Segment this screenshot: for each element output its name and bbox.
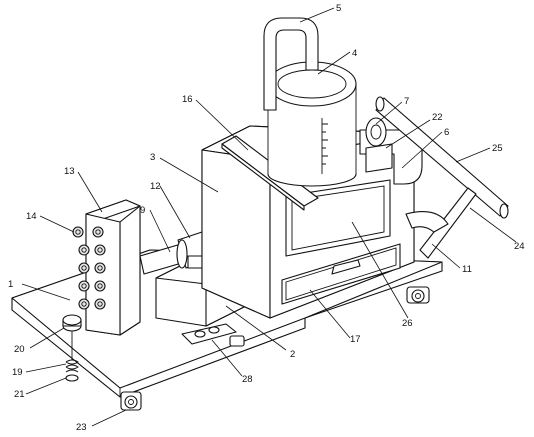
- label-25: 25: [492, 143, 503, 154]
- label-22: 22: [432, 112, 443, 123]
- caster-wheel-right: [406, 286, 430, 304]
- label-5: 5: [336, 3, 341, 14]
- label-4: 4: [352, 48, 357, 59]
- label-2: 2: [290, 349, 295, 360]
- label-21: 21: [14, 389, 25, 400]
- caster-wheel-front: [120, 391, 142, 411]
- caster-wheel-mid: [229, 335, 245, 347]
- label-17: 17: [350, 334, 361, 345]
- knob-5: [78, 262, 90, 274]
- hopper-tank: [267, 61, 357, 187]
- knob-1: [72, 226, 84, 238]
- label-20: 20: [14, 344, 25, 355]
- label-12: 12: [150, 181, 161, 192]
- knob-10: [94, 298, 106, 310]
- button-plate: [181, 323, 237, 345]
- knob-7: [78, 280, 90, 292]
- knob-6: [94, 262, 106, 274]
- label-28: 28: [242, 374, 253, 385]
- label-3: 3: [150, 152, 155, 163]
- blower-fan: [359, 117, 423, 185]
- knob-4: [94, 244, 106, 256]
- control-knobs: [72, 226, 106, 310]
- label-23: 23: [76, 422, 87, 433]
- pull-handle: [375, 96, 509, 259]
- label-11: 11: [462, 264, 472, 275]
- callout-labels: 1 2 3 4 5 6 7 9 11 12 13 14 16 17 19 20 …: [8, 3, 525, 433]
- label-16: 16: [182, 94, 193, 105]
- label-7: 7: [404, 96, 409, 107]
- drawer: [281, 243, 401, 305]
- knob-9: [78, 298, 90, 310]
- leader-lines: [21, 7, 517, 427]
- gooseneck-pipe: [263, 17, 319, 111]
- label-14: 14: [26, 211, 37, 222]
- label-26: 26: [402, 318, 413, 329]
- knob-2: [92, 226, 104, 238]
- control-panel: [85, 199, 141, 336]
- knob-8: [94, 280, 106, 292]
- label-9: 9: [140, 205, 145, 216]
- label-6: 6: [444, 127, 449, 138]
- label-24: 24: [514, 241, 525, 252]
- label-1: 1: [8, 279, 13, 290]
- label-19: 19: [12, 367, 23, 378]
- label-13: 13: [64, 166, 75, 177]
- knob-3: [78, 244, 90, 256]
